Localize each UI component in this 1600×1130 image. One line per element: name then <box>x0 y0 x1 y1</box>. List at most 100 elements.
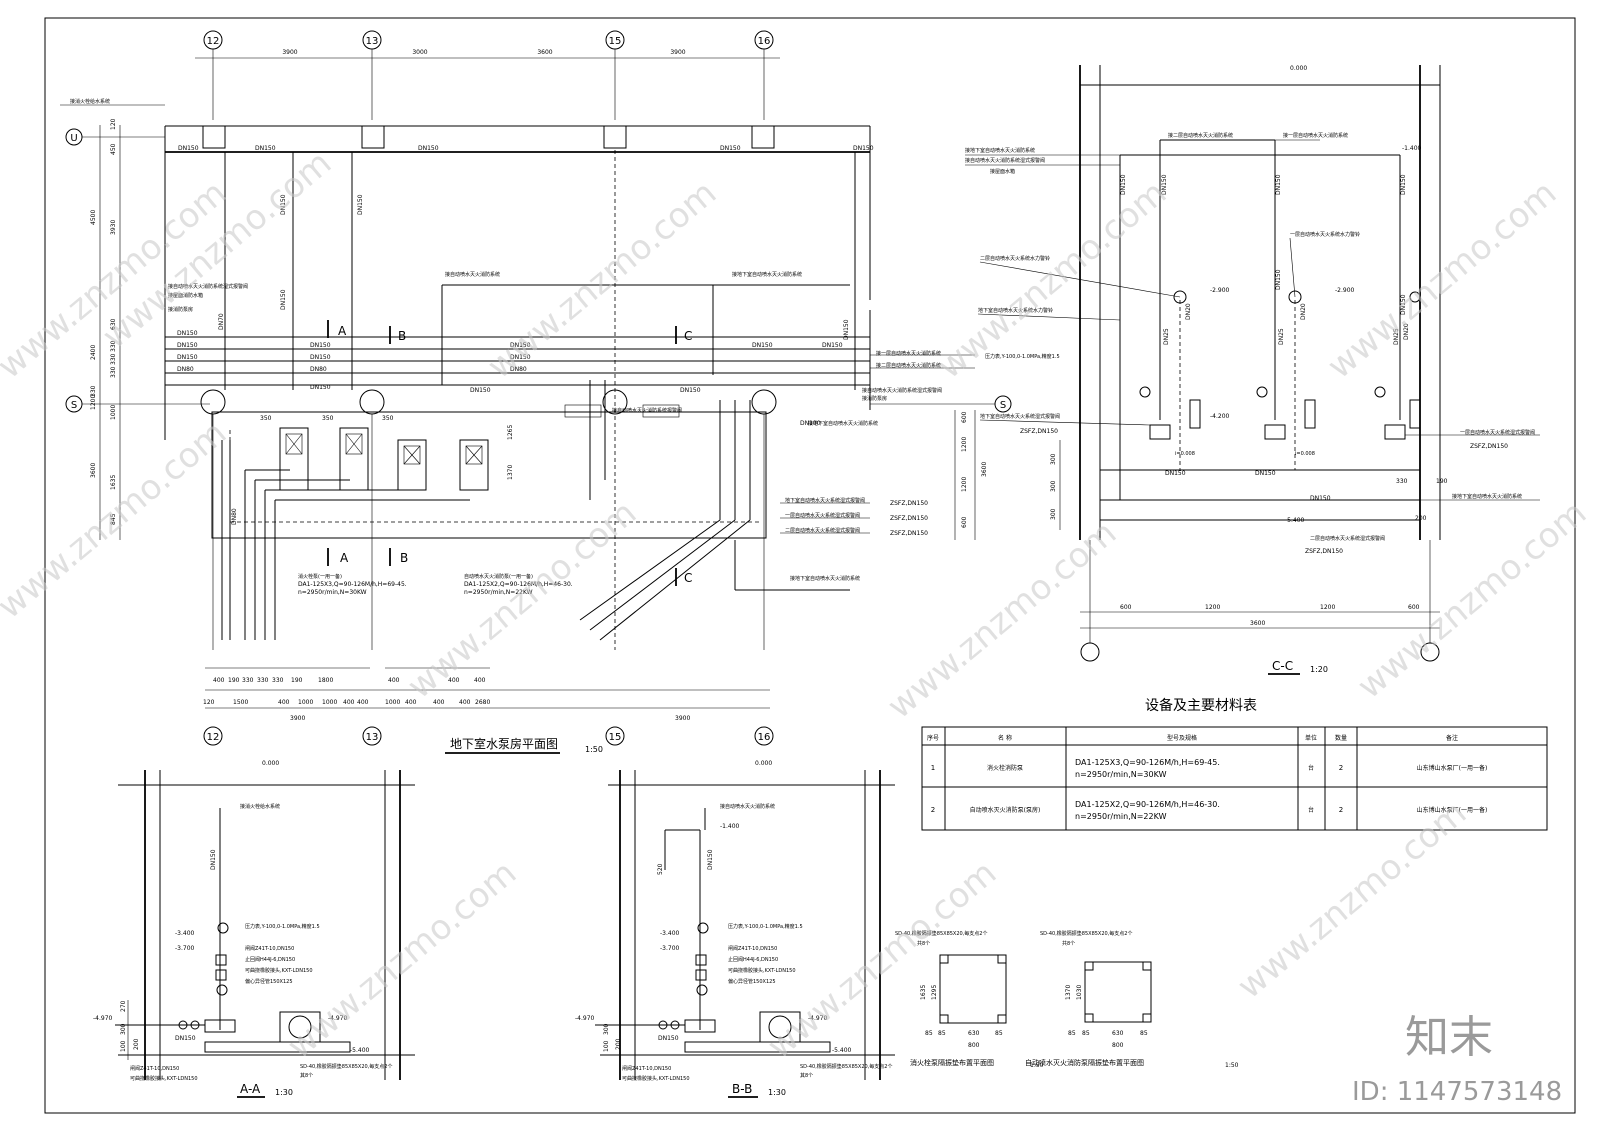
aa-note-2: 压力表,Y-100,0-1.0MPa,精度1.5 <box>245 923 320 930</box>
aa-note-7: 闸阀Z41T-10,DN150 <box>130 1065 179 1072</box>
bottom-dim-2: 190 <box>228 677 240 684</box>
section-mark-B-bottom: B <box>400 551 408 565</box>
bb-dim-4: 200 <box>615 1038 622 1050</box>
top-dim-4: 3900 <box>670 49 685 56</box>
pad1-dim-7: 800 <box>968 1042 980 1049</box>
section-mark-A-top: A <box>338 324 347 338</box>
watermark-12: www.znzmo.com <box>1230 793 1474 1007</box>
right-dim-600a: 600 <box>961 411 968 423</box>
bottom-dim-r2-6: 400 <box>343 699 355 706</box>
left-dim-330a: 330 <box>110 340 117 352</box>
right-note-2: 接二层自动喷水灭火消防系统 <box>876 362 941 369</box>
right-dim-600b: 600 <box>961 516 968 528</box>
axis-label-13-top: 13 <box>366 36 379 47</box>
bottom-dim-r2-7: 400 <box>357 699 369 706</box>
pad2-dim-4: 85 <box>1082 1030 1090 1037</box>
bottom-dim-r2-9: 400 <box>405 699 417 706</box>
th-name: 名 称 <box>998 734 1012 742</box>
alarm-valve-3 <box>1374 386 1421 440</box>
axis-bubble-15-bottom <box>605 726 625 746</box>
th-unit: 单位 <box>1305 734 1317 742</box>
left-dim-120: 120 <box>110 118 117 130</box>
pad1-dim-1: 1635 <box>920 985 927 1000</box>
cc-note-5: 接屋面水箱 <box>990 168 1015 175</box>
pipe-label-b3: DN150 <box>177 354 198 361</box>
left-note-2: 接屋面消防水箱 <box>168 292 203 299</box>
bb-title: B-B <box>732 1082 752 1096</box>
plan-title: 地下室水泵房平面图 <box>450 736 558 751</box>
table-row-2-unit: 台 <box>1308 806 1314 814</box>
pipe-label-b2: DN150 <box>177 342 198 349</box>
pump-note-3: n=2950r/min,N=30KW <box>298 589 367 596</box>
bottom-dim-1: 400 <box>213 677 225 684</box>
left-dim-330c: 330 <box>110 366 117 378</box>
bb-dim-2: 300 <box>603 1023 610 1035</box>
left-dim-1000: 1000 <box>110 405 117 420</box>
cc-level-1: -1.400 <box>1402 145 1422 152</box>
bb-level-2: -3.400 <box>660 930 680 937</box>
section-bb: 0.000 DN150 接自动喷水灭火消防系统 压力表,Y-100,0-1.0M… <box>575 760 895 1098</box>
aa-note-5: 可曲挠橡胶接头,KXT-LDN150 <box>245 967 313 974</box>
axis-label-16-bottom: 16 <box>758 732 771 743</box>
bottom-dim-4: 330 <box>257 677 269 684</box>
pipe-label-v1: DN150 <box>280 194 287 215</box>
bottom-dim-5: 330 <box>272 677 284 684</box>
axis-bubble-16-bottom <box>754 726 774 746</box>
aa-level-3: -4.970 <box>93 1015 113 1022</box>
aa-pipe-1: DN150 <box>210 849 217 870</box>
pad1-dim-5: 630 <box>968 1030 980 1037</box>
pipe-label-dn70: DN70 <box>218 313 225 330</box>
axis-label-13-bottom: 13 <box>366 732 379 743</box>
pad-plan-1: SD-40,橡胶隔振垫85X85X20,每支点2个 共8个 1635 1295 … <box>895 930 1044 1069</box>
cc-note-4: 接自动喷水灭火消防系统湿式报警阀 <box>965 157 1045 164</box>
pad1-scale: 1:50 <box>1030 1062 1044 1069</box>
pipe-label-b14: DN150 <box>822 342 843 349</box>
cc-vdim-3: 300 <box>1050 508 1057 520</box>
aa-dim-1: 270 <box>120 1000 127 1012</box>
pad2-dim-7: 800 <box>1112 1042 1124 1049</box>
axis-label-15-top: 15 <box>609 36 622 47</box>
right-note-7: 一层自动喷水灭火系统湿式报警阀 <box>785 512 860 519</box>
table-row-2-name: 自动喷水灭火消防泵(泵房) <box>970 806 1041 814</box>
pipe-label-v4: DN150 <box>843 319 850 340</box>
bottom-dim-r2-2: 1500 <box>233 699 248 706</box>
pad1-dim-3: 85 <box>925 1030 933 1037</box>
cc-pipe-2: DN150 <box>1161 174 1168 195</box>
pipe-label-v2: DN150 <box>357 194 364 215</box>
aa-scale: 1:30 <box>275 1088 293 1097</box>
right-note-1: 接一层自动喷水灭火消防系统 <box>876 350 941 357</box>
equipment-table: 设备及主要材料表 序号 名 称 型号及规格 单位 数量 备注 1 消火栓消防泵 … <box>921 697 1548 831</box>
pipe-label-2: DN150 <box>255 145 276 152</box>
top-note-3: 接地下室自动喷水灭火消防系统 <box>732 271 802 278</box>
table-row-1-name: 消火栓消防泵 <box>987 764 1023 772</box>
table-row-2-qty: 2 <box>1339 806 1343 814</box>
pump-dim-1265: 1265 <box>507 425 514 440</box>
bb-dim-5: 其8个 <box>800 1073 813 1079</box>
bb-note-3: 闸阀Z41T-10,DN150 <box>728 945 777 952</box>
aa-note-8: 可曲挠橡胶接头,KXT-LDN150 <box>130 1075 198 1082</box>
watermark-8: www.znzmo.com <box>880 513 1124 727</box>
bb-level-4: -4.970 <box>575 1015 595 1022</box>
pad2-sub: 共8个 <box>1062 940 1075 947</box>
bottom-dim-r2-4: 1000 <box>298 699 313 706</box>
pump-note-6: n=2950r/min,N=22KW <box>464 589 533 596</box>
pipe-label-b12: DN150 <box>470 387 491 394</box>
axis-label-16-top: 16 <box>758 36 771 47</box>
top-note-4: 接自动喷水灭火消防系统报警阀 <box>612 407 682 414</box>
cc-note-6: 二层自动喷水灭火系统水力警铃 <box>980 255 1050 262</box>
right-dim-3600: 3600 <box>981 462 988 477</box>
cc-vdim-4: 330 <box>1396 478 1408 485</box>
pipe-label-suction: DN80 <box>231 508 238 525</box>
watermark-id: ID: 1147573148 <box>1352 1077 1562 1107</box>
cc-slope-2: i=0.008 <box>1295 451 1315 457</box>
plan-sfz-1: ZSFZ,DN150 <box>890 500 928 507</box>
cc-pipe-12: DN20 <box>1403 323 1410 340</box>
cc-pipe-11: DN25 <box>1393 328 1400 345</box>
pipe-label-b1: DN150 <box>177 330 198 337</box>
cc-sfz-3: ZSFZ,DN150 <box>1305 548 1343 555</box>
th-index: 序号 <box>927 734 939 742</box>
pad-plan-2: SD-40,橡胶隔振垫85X85X20,每支点2个 共8个 1370 1030 … <box>1025 930 1239 1069</box>
left-dim-1200: 1200 <box>90 395 97 410</box>
plan-sfz-2: ZSFZ,DN150 <box>890 515 928 522</box>
right-note-3: 接自动喷水灭火消防系统湿式报警阀 <box>862 387 942 394</box>
